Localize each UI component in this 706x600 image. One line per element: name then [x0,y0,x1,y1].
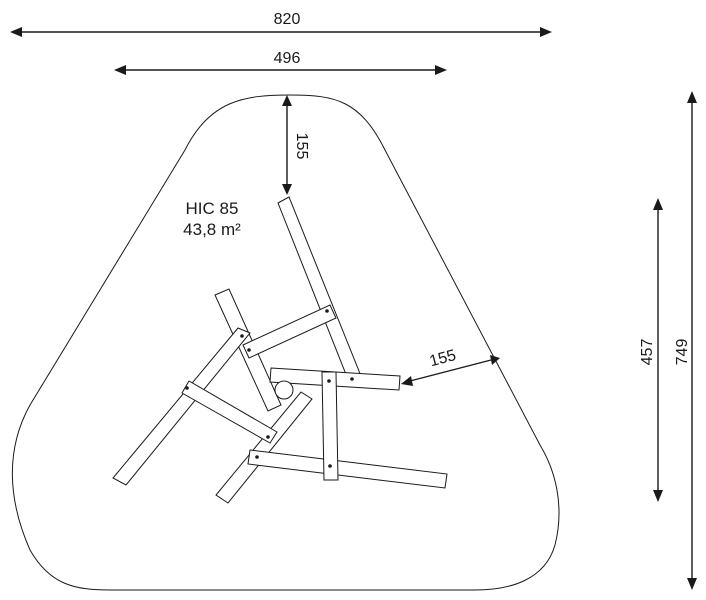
inner-width-label: 496 [274,50,301,67]
log [112,327,251,486]
safety-zone-outline [11,94,560,591]
inner-height-label: 457 [639,339,656,366]
bolts [185,309,354,468]
log-stump [274,380,294,400]
log [181,380,278,444]
log [215,391,313,504]
equipment-logs [112,196,448,504]
top-safety-label: 155 [293,133,310,160]
dimension-top-safety: 155 [282,95,310,195]
area-label: 43,8 m² [183,220,241,239]
side-safety-label: 155 [428,347,458,370]
dimension-overall-height: 749 [674,91,697,590]
log [277,196,364,388]
dimension-inner-height: 457 [639,198,663,502]
log [247,449,448,489]
dimension-overall-width: 820 [10,11,552,37]
dimension-inner-width: 496 [114,50,447,75]
log [242,304,337,359]
model-label: HIC 85 [186,199,239,218]
overall-height-label: 749 [674,339,691,366]
log [321,371,339,481]
dimension-side-safety: 155 [401,347,500,386]
overall-width-label: 820 [274,11,301,28]
